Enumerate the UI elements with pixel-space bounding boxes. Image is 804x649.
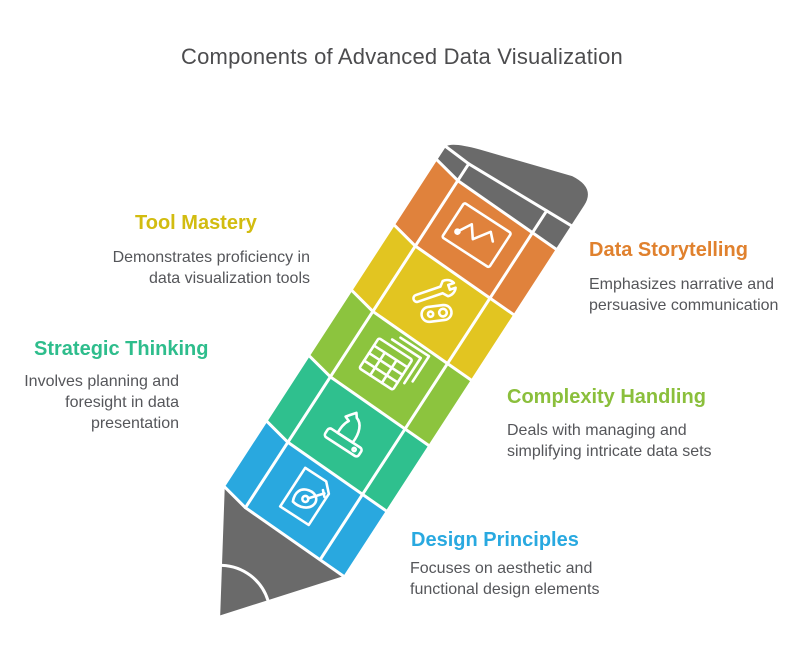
segment-design-principles [224, 421, 386, 577]
chess-knight-icon [323, 411, 363, 458]
label-strategic-thinking: Strategic Thinking [34, 338, 209, 360]
label-data-storytelling: Data Storytelling [589, 239, 748, 261]
stacked-tables-icon [358, 336, 431, 391]
label-design-principles: Design Principles [411, 529, 579, 551]
pencil-tip [220, 487, 344, 616]
facet-line-right [319, 209, 549, 561]
description-tool-mastery: Demonstrates proficiency in data visuali… [112, 249, 310, 287]
description-complexity-handling: Deals with managing and simplifying intr… [507, 422, 712, 460]
description-data-storytelling: Emphasizes narrative and persuasive comm… [589, 276, 779, 314]
page-title: Components of Advanced Data Visualizatio… [181, 44, 623, 69]
pen-document-icon [278, 466, 331, 527]
pencil-eraser [445, 144, 588, 226]
line-chart-icon [441, 202, 512, 269]
segment-tool-mastery [352, 225, 514, 380]
label-complexity-handling: Complexity Handling [507, 386, 706, 408]
description-strategic-thinking: Involves planning and foresight in data … [24, 373, 179, 432]
tools-icon [412, 278, 457, 324]
pencil-tip-arc [220, 563, 270, 602]
facet-line-left [243, 162, 471, 510]
description-design-principles: Focuses on aesthetic and functional desi… [410, 560, 600, 598]
label-tool-mastery: Tool Mastery [135, 212, 257, 234]
segment-strategic-thinking [267, 356, 429, 511]
